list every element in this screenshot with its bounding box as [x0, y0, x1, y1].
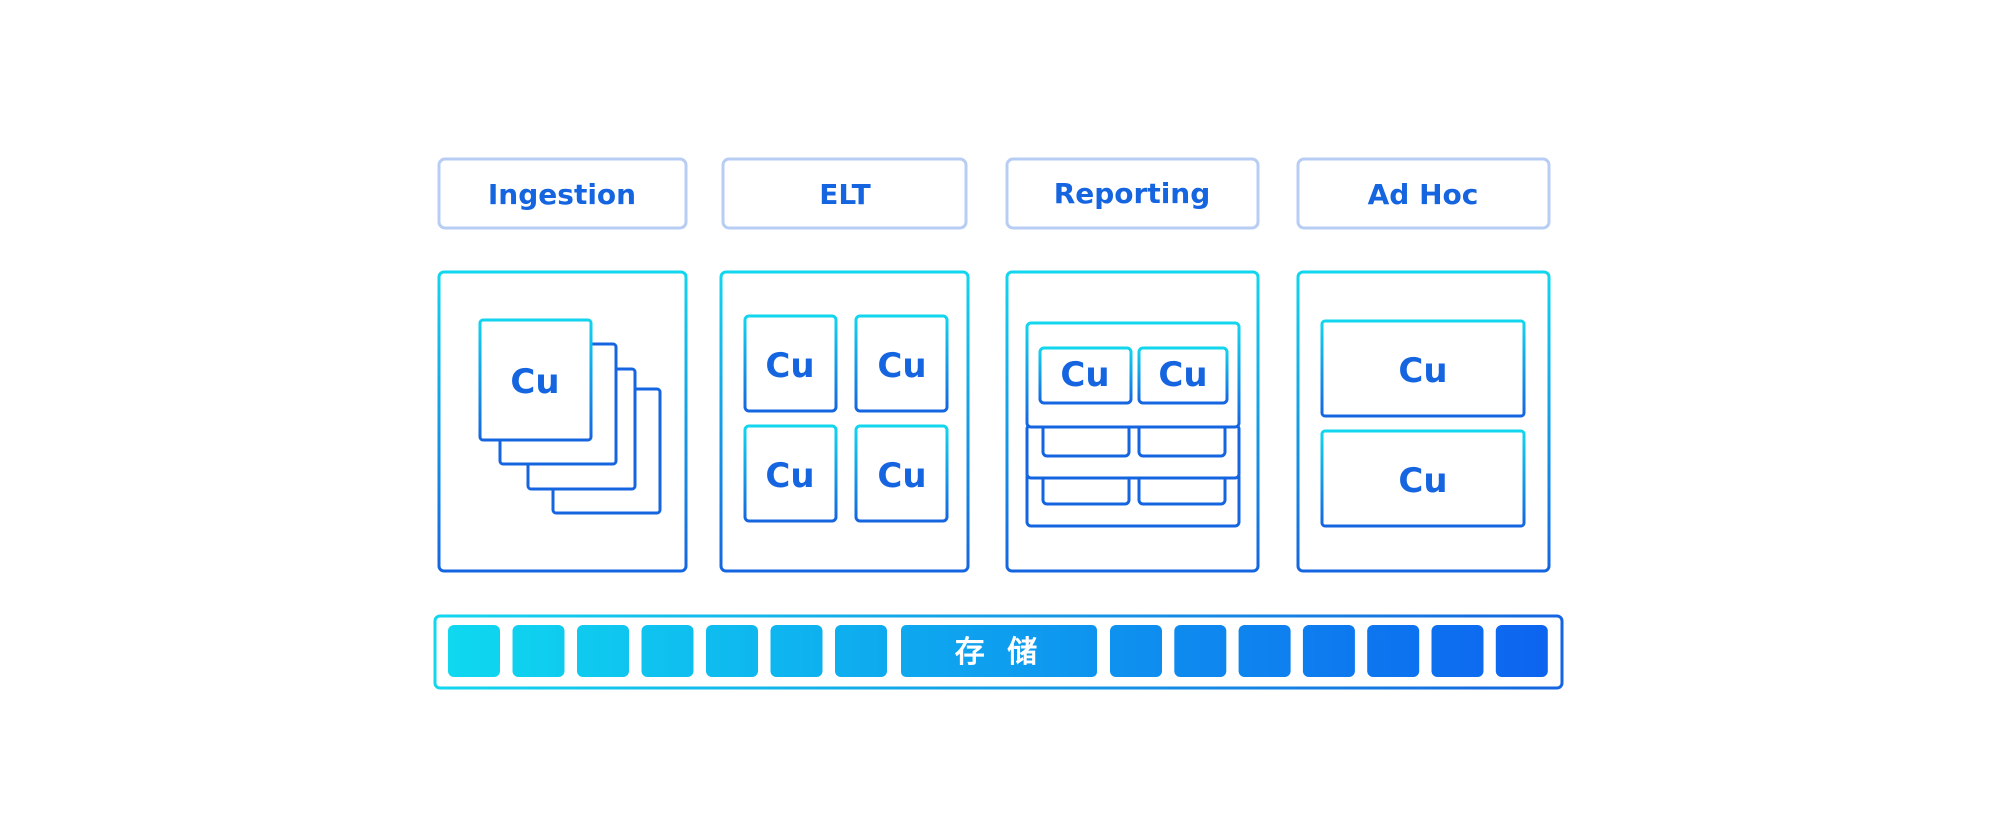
storage-block	[1174, 625, 1227, 677]
storage-main-block	[901, 625, 1097, 677]
storage-block	[1431, 625, 1484, 677]
compute-unit-label: Cu	[877, 456, 926, 496]
storage-blocks	[448, 625, 1548, 677]
storage-block	[512, 625, 565, 677]
cluster-panel-ingestion	[437, 270, 688, 573]
cluster-panel-elt	[719, 270, 970, 573]
compute-unit-grid: Cu Cu Cu Cu	[743, 314, 949, 523]
workload-label: Ingestion	[488, 178, 636, 211]
storage-block	[448, 625, 500, 677]
storage-block	[835, 625, 887, 677]
workload-header-ingestion: Ingestion	[437, 157, 688, 230]
stacked-compute-units: Cu	[478, 318, 662, 515]
workload-header-adhoc: Ad Hoc	[1296, 157, 1551, 230]
storage-block	[641, 625, 694, 677]
cluster-panel-adhoc	[1296, 270, 1551, 573]
storage-block	[1238, 625, 1291, 677]
storage-label: 存 储	[955, 635, 1043, 670]
workload-label: ELT	[819, 178, 870, 211]
wide-compute-units: Cu Cu	[1320, 319, 1526, 528]
storage-block	[1367, 625, 1420, 677]
compute-unit-label: Cu	[765, 456, 814, 496]
workload-header-reporting: Reporting	[1005, 157, 1260, 230]
layered-compute-units: Cu Cu	[1025, 321, 1241, 528]
storage-block	[1495, 625, 1548, 677]
storage-block	[1302, 625, 1355, 677]
storage-block	[706, 625, 758, 677]
storage-layer: 存 储	[433, 614, 1564, 690]
compute-unit-label: Cu	[877, 346, 926, 386]
compute-unit-label: Cu	[1398, 351, 1447, 391]
compute-unit-label: Cu	[1398, 461, 1447, 501]
compute-unit-label: Cu	[510, 362, 559, 402]
storage-block	[1110, 625, 1162, 677]
storage-block	[770, 625, 823, 677]
workload-header-elt: ELT	[721, 157, 968, 230]
cluster-panel-reporting	[1005, 270, 1260, 573]
storage-block	[577, 625, 629, 677]
workload-label: Reporting	[1054, 177, 1211, 210]
compute-unit-label: Cu	[1158, 355, 1207, 395]
compute-unit-label: Cu	[765, 346, 814, 386]
compute-unit-label: Cu	[1060, 355, 1109, 395]
workload-label: Ad Hoc	[1368, 178, 1479, 211]
